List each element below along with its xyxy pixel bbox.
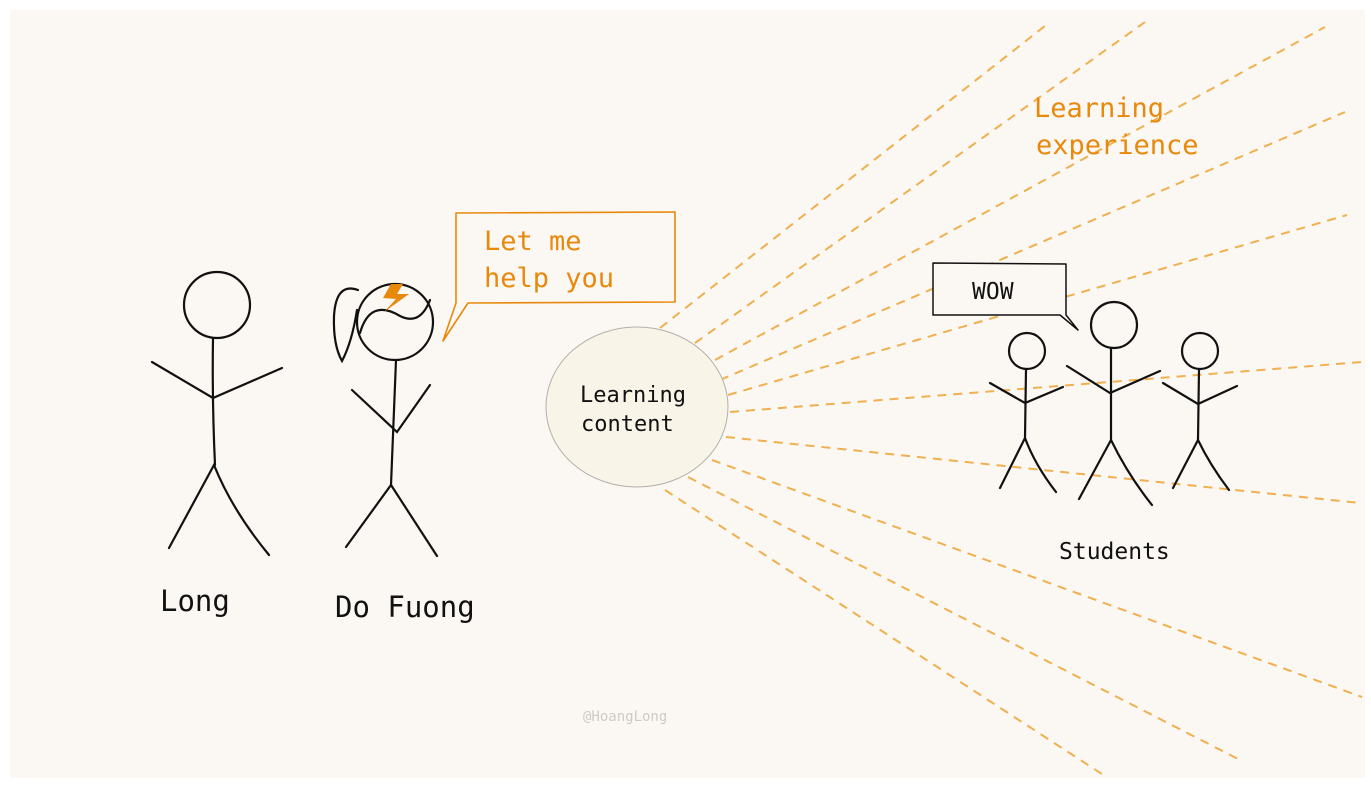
learning-experience-line-1: Learning — [1034, 93, 1164, 124]
do-fuong-speech-line-1: Let me — [484, 226, 582, 257]
student-right — [1161, 331, 1239, 492]
ray-line — [719, 111, 1346, 381]
do-fuong-hair — [358, 298, 432, 335]
student-middle-head — [1089, 300, 1139, 350]
ray-line — [694, 21, 1146, 344]
students-group — [988, 300, 1239, 507]
student-left — [988, 331, 1065, 494]
do-fuong-arms — [350, 383, 432, 434]
student-right-arms — [1161, 381, 1239, 406]
ray-line — [711, 459, 1363, 698]
student-left-head — [1007, 331, 1047, 371]
watermark: @HoangLong — [583, 709, 667, 725]
student-right-head — [1180, 331, 1220, 371]
ray-line — [664, 489, 1106, 777]
lightning-icon — [383, 284, 409, 312]
long-body — [211, 336, 217, 467]
learning-content-line-2: content — [581, 412, 674, 437]
student-right-legs — [1171, 437, 1231, 492]
students-label: Students — [1059, 539, 1170, 565]
student-left-legs — [998, 435, 1058, 494]
long-head — [182, 270, 252, 340]
long-figure — [150, 270, 284, 557]
learning-content-bubble — [545, 326, 729, 488]
student-left-arms — [988, 381, 1065, 405]
long-name: Long — [160, 584, 230, 618]
do-fuong-figure — [332, 282, 439, 558]
learning-experience-line-2: experience — [1036, 130, 1199, 161]
student-middle-legs — [1077, 437, 1154, 507]
ray-line — [659, 21, 1051, 329]
long-arms — [150, 360, 284, 400]
students-speech-text: WOW — [972, 279, 1014, 305]
learning-content-line-1: Learning — [580, 383, 686, 408]
do-fuong-speech-bubble — [442, 211, 676, 342]
do-fuong-name: Do Fuong — [335, 590, 475, 624]
ray-line — [729, 361, 1363, 413]
student-middle-arms — [1065, 364, 1162, 395]
ray-line — [687, 476, 1241, 761]
do-fuong-legs — [344, 483, 439, 558]
do-fuong-body — [389, 358, 398, 487]
long-legs — [167, 462, 271, 557]
do-fuong-speech-line-2: help you — [484, 263, 614, 294]
student-middle — [1065, 300, 1162, 507]
do-fuong-ponytail — [332, 287, 360, 364]
ray-line — [714, 26, 1326, 361]
students-speech-bubble — [932, 262, 1079, 331]
ray-line — [725, 436, 1361, 504]
